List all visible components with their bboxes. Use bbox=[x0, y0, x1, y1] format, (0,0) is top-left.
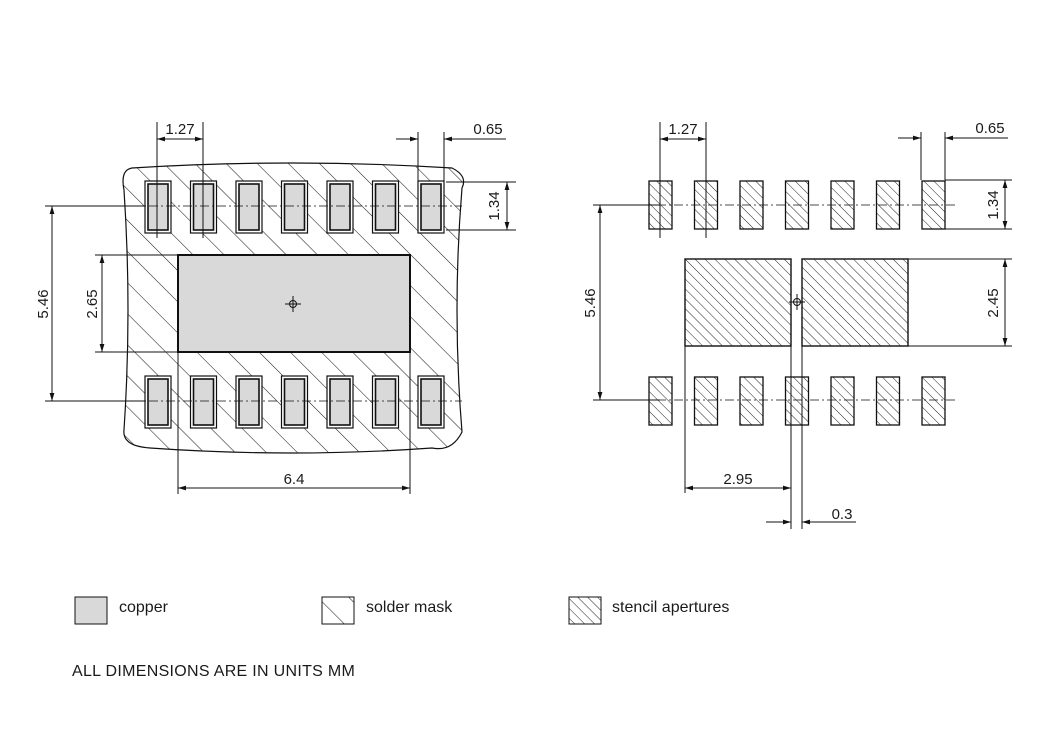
center-crosshair-icon bbox=[285, 296, 301, 312]
copper-pad bbox=[283, 183, 306, 231]
copper-pad bbox=[420, 183, 442, 231]
left-pad-width-label: 0.65 bbox=[473, 121, 502, 138]
left-thermal-width-label: 6.4 bbox=[284, 471, 305, 488]
units-note: ALL DIMENSIONS ARE IN UNITS MM bbox=[72, 663, 355, 680]
stencil-swatch bbox=[568, 596, 602, 625]
right-pitch-label: 1.27 bbox=[668, 121, 697, 138]
stencil-aperture bbox=[830, 376, 855, 426]
center-crosshair-icon bbox=[789, 294, 805, 310]
left-thermal-height-label: 2.65 bbox=[84, 289, 101, 318]
solder-mask-swatch bbox=[321, 596, 355, 625]
right-pad-length-label: 1.34 bbox=[985, 190, 1002, 219]
copper-pad bbox=[420, 378, 442, 426]
stencil-aperture bbox=[784, 376, 810, 426]
copper-pad bbox=[192, 378, 215, 426]
right-top-aperture-row bbox=[648, 180, 946, 230]
copper-pad bbox=[329, 378, 351, 426]
right-bottom-aperture-row bbox=[648, 376, 946, 426]
stencil-aperture bbox=[921, 376, 946, 426]
left-bottom-pad-row bbox=[144, 375, 445, 429]
left-view: 1.27 0.65 1.34 5.46 2.65 6.4 bbox=[35, 121, 516, 494]
right-aperture-height-label: 2.45 bbox=[985, 288, 1002, 317]
copper-pad bbox=[329, 183, 351, 231]
stencil-aperture bbox=[693, 376, 719, 426]
legend-stencil-label: stencil apertures bbox=[612, 599, 729, 616]
stencil-aperture bbox=[739, 376, 764, 426]
stencil-aperture-left bbox=[684, 258, 792, 347]
copper-pad bbox=[374, 183, 397, 231]
legend-solder-mask-label: solder mask bbox=[366, 599, 453, 616]
stencil-aperture bbox=[648, 376, 673, 426]
stencil-aperture bbox=[875, 376, 901, 426]
copper-pad bbox=[238, 183, 260, 231]
copper-pad bbox=[374, 378, 397, 426]
left-row-span-label: 5.46 bbox=[35, 289, 52, 318]
legend: copper solder mask stencil apertures bbox=[74, 596, 729, 625]
left-pitch-label: 1.27 bbox=[165, 121, 194, 138]
copper-swatch bbox=[74, 596, 108, 625]
copper-pad bbox=[147, 183, 169, 231]
right-row-span-label: 5.46 bbox=[582, 288, 599, 317]
left-pad-length-label: 1.34 bbox=[486, 191, 503, 220]
right-aperture-width-label: 2.95 bbox=[723, 471, 752, 488]
legend-copper-label: copper bbox=[119, 599, 169, 616]
right-pad-width-label: 0.65 bbox=[975, 120, 1004, 137]
right-view: 1.27 0.65 1.34 5.46 2.45 2.95 0.3 bbox=[582, 120, 1012, 529]
stencil-aperture-right bbox=[801, 258, 909, 347]
right-gap-label: 0.3 bbox=[832, 506, 853, 523]
copper-pad bbox=[147, 378, 169, 426]
copper-pad bbox=[238, 378, 260, 426]
copper-pad bbox=[283, 378, 306, 426]
